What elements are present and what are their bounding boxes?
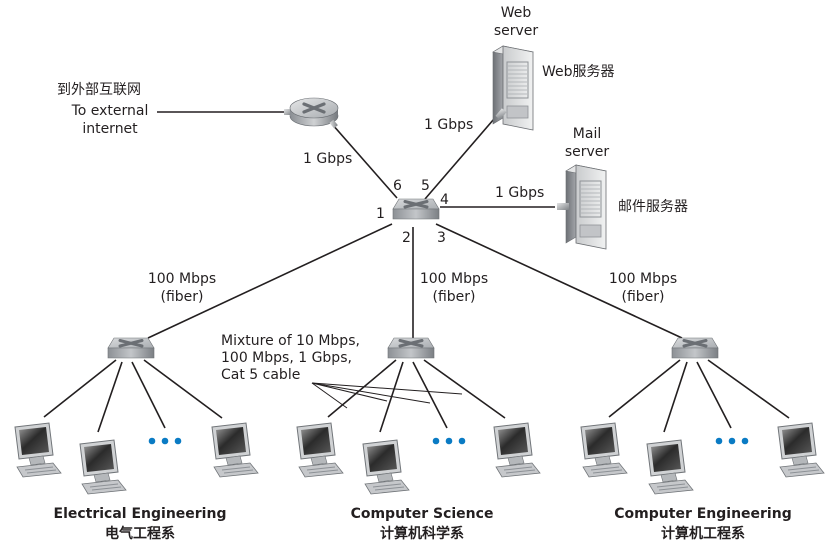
ce-switch[interactable] — [670, 336, 720, 360]
external-label-en: To external internet — [62, 102, 158, 138]
link-web-core — [424, 111, 501, 200]
host-pc[interactable] — [14, 422, 62, 478]
external-label-line1: To external — [71, 103, 149, 119]
link-label-cs: 100 Mbps (fiber) — [414, 270, 494, 306]
host-pc[interactable] — [362, 439, 410, 495]
mail-server[interactable] — [557, 164, 607, 250]
port-2: 2 — [402, 230, 411, 246]
link-label-router-core: 1 Gbps — [303, 151, 353, 167]
links — [43, 111, 790, 433]
link-label-ee-line2: (fiber) — [160, 289, 204, 305]
department-name-cn: 计算机工程系 — [661, 526, 745, 542]
link-label-ee-line1: 100 Mbps — [147, 271, 217, 287]
mail-server-label-line2: server — [564, 144, 610, 160]
department-label-cs: Computer Science 计算机科学系 — [322, 504, 522, 544]
port-5: 5 — [421, 178, 430, 194]
host-pc[interactable] — [646, 439, 694, 495]
link-router-core — [331, 123, 398, 199]
host-pc[interactable] — [211, 422, 259, 478]
link-label-web-core: 1 Gbps — [424, 117, 474, 133]
host-pc[interactable] — [580, 422, 628, 478]
link-label-cs-line2: (fiber) — [432, 289, 476, 305]
port-1: 1 — [376, 206, 385, 222]
core-switch[interactable] — [391, 197, 441, 221]
port-4: 4 — [440, 192, 449, 208]
cable-note-line3: Cat 5 cable — [221, 367, 301, 383]
department-name-cn: 计算机科学系 — [380, 526, 464, 542]
web-server[interactable] — [492, 45, 534, 131]
external-label-cn: 到外部互联网 — [57, 82, 141, 98]
link-label-mail-core: 1 Gbps — [495, 185, 545, 201]
department-label-ce: Computer Engineering 计算机工程系 — [603, 504, 803, 544]
host-pc[interactable] — [493, 422, 541, 478]
cable-note-pointers — [311, 382, 463, 409]
mail-server-label: Mail server — [562, 125, 612, 161]
mail-server-label-line1: Mail — [572, 126, 602, 142]
ellipsis-dots — [148, 437, 749, 445]
web-server-label: Web server — [492, 4, 540, 40]
cable-note-line1: Mixture of 10 Mbps, — [221, 333, 360, 349]
department-name-en: Computer Engineering — [614, 506, 792, 522]
link-label-ee: 100 Mbps (fiber) — [142, 270, 222, 306]
cs-switch[interactable] — [386, 336, 436, 360]
external-label-line2: internet — [82, 121, 138, 137]
link-core-ce — [435, 223, 683, 339]
server-plug — [495, 108, 507, 120]
ee-hosts — [14, 422, 259, 495]
ee-switch[interactable] — [106, 336, 156, 360]
host-pc[interactable] — [79, 439, 127, 495]
router-icon — [302, 102, 326, 114]
cable-note: Mixture of 10 Mbps, 100 Mbps, 1 Gbps, Ca… — [221, 333, 360, 384]
ce-hosts — [580, 422, 825, 495]
department-name-en: Electrical Engineering — [53, 506, 227, 522]
mail-server-label-cn: 邮件服务器 — [618, 199, 688, 215]
department-name-en: Computer Science — [350, 506, 494, 522]
link-label-ce: 100 Mbps (fiber) — [603, 270, 683, 306]
link-core-ee — [147, 223, 393, 339]
host-pc[interactable] — [777, 422, 825, 478]
web-server-label-cn: Web服务器 — [542, 64, 615, 80]
web-server-label-line1: Web — [500, 5, 532, 21]
cable-note-line2: 100 Mbps, 1 Gbps, — [221, 350, 352, 366]
department-label-ee: Electrical Engineering 电气工程系 — [40, 504, 240, 544]
port-6: 6 — [393, 178, 402, 194]
web-server-label-line2: server — [493, 23, 539, 39]
host-pc[interactable] — [296, 422, 344, 478]
cs-hosts — [296, 422, 541, 495]
link-label-cs-line1: 100 Mbps — [419, 271, 489, 287]
router[interactable] — [284, 97, 339, 129]
link-label-ce-line2: (fiber) — [621, 289, 665, 305]
department-name-cn: 电气工程系 — [105, 526, 175, 542]
link-label-ce-line1: 100 Mbps — [608, 271, 678, 287]
port-3: 3 — [437, 230, 446, 246]
